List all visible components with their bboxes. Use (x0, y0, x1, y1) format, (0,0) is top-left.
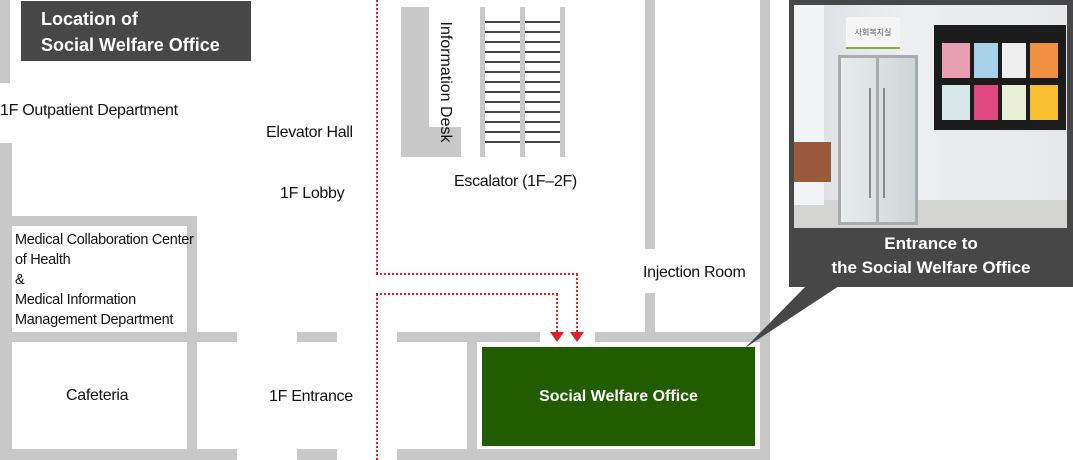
medical-center-line: Medical Collaboration Center (15, 232, 194, 248)
escalator-step (485, 41, 520, 43)
escalator-rail (480, 7, 485, 157)
map-title-line1: Location of (41, 9, 138, 29)
photo-caption-line2: the Social Welfare Office (831, 258, 1031, 277)
escalator-step (485, 131, 520, 133)
route-line (576, 274, 578, 332)
photo-caption-line1: Entrance to (884, 234, 978, 253)
escalator-step (525, 111, 560, 113)
escalator-step (525, 101, 560, 103)
escalator-step (525, 31, 560, 33)
entrance-photo: 사회복지실 (794, 5, 1067, 228)
door-sign: 사회복지실 (846, 17, 900, 49)
escalator-step (485, 61, 520, 63)
escalator-step (485, 71, 520, 73)
escalator-step (485, 51, 520, 53)
route-arrow-icon (570, 332, 584, 342)
photo-caption: Entrance to the Social Welfare Office (789, 232, 1073, 280)
map-title: Location of Social Welfare Office (21, 1, 251, 61)
escalator-step (485, 111, 520, 113)
outpatient-label: 1F Outpatient Department (0, 102, 178, 119)
medical-center-line: Medical Information (15, 292, 136, 308)
wall (645, 0, 655, 249)
route-line (376, 0, 378, 274)
information-desk (429, 127, 461, 157)
escalator-step (485, 21, 520, 23)
escalator-step (525, 131, 560, 133)
wall (397, 449, 770, 460)
wall (0, 449, 237, 460)
escalator-step (525, 141, 560, 143)
escalator-step (525, 71, 560, 73)
medical-center-label: Medical Collaboration Center of Health &… (15, 230, 194, 330)
lobby-label: 1F Lobby (280, 185, 345, 202)
escalator-step (485, 31, 520, 33)
callout-pointer-shape (745, 286, 839, 348)
map-title-line2: Social Welfare Office (41, 35, 220, 55)
wall (0, 0, 10, 83)
escalator-step (525, 61, 560, 63)
route-line (556, 294, 558, 332)
escalator-step (525, 41, 560, 43)
bulletin-board (934, 25, 1066, 130)
route-line (376, 293, 558, 295)
wall (0, 332, 237, 342)
glass-door (838, 55, 918, 225)
escalator-step (525, 81, 560, 83)
medical-center-line: of Health (15, 252, 71, 268)
escalator-step (485, 101, 520, 103)
wall (0, 216, 197, 226)
wall (467, 342, 477, 460)
escalator-step (525, 121, 560, 123)
escalator-rail (560, 7, 565, 157)
escalator-step (485, 91, 520, 93)
wall (645, 293, 655, 333)
cafeteria-room (12, 342, 187, 449)
wall (397, 332, 540, 342)
escalator-rail (520, 7, 525, 157)
cafeteria-label: Cafeteria (66, 387, 129, 404)
wall (760, 0, 770, 460)
social-welfare-office[interactable]: Social Welfare Office (482, 347, 755, 446)
escalator-step (525, 21, 560, 23)
escalator-step (525, 91, 560, 93)
information-desk (401, 7, 429, 157)
injection-room-label: Injection Room (643, 264, 746, 281)
medical-center-line: Management Department (15, 312, 174, 328)
waiting-chairs (794, 142, 831, 182)
elevator-hall-label: Elevator Hall (266, 124, 353, 141)
route-line (376, 273, 578, 275)
escalator-step (525, 51, 560, 53)
medical-center-room (12, 226, 187, 332)
entrance-label: 1F Entrance (269, 388, 353, 405)
escalator-step (485, 81, 520, 83)
route-arrow-icon (550, 332, 564, 342)
floor (794, 200, 1067, 228)
wall (297, 332, 337, 342)
escalator-label: Escalator (1F–2F) (454, 173, 577, 190)
entrance-photo-panel: 사회복지실 Entrance to the Social Welfare Off… (789, 0, 1073, 287)
route-line (376, 294, 378, 460)
escalator-step (485, 141, 520, 143)
wall (297, 449, 337, 460)
wall (595, 332, 770, 342)
escalator-step (485, 121, 520, 123)
medical-center-line: & (15, 272, 25, 288)
social-welfare-office-label: Social Welfare Office (539, 387, 698, 405)
